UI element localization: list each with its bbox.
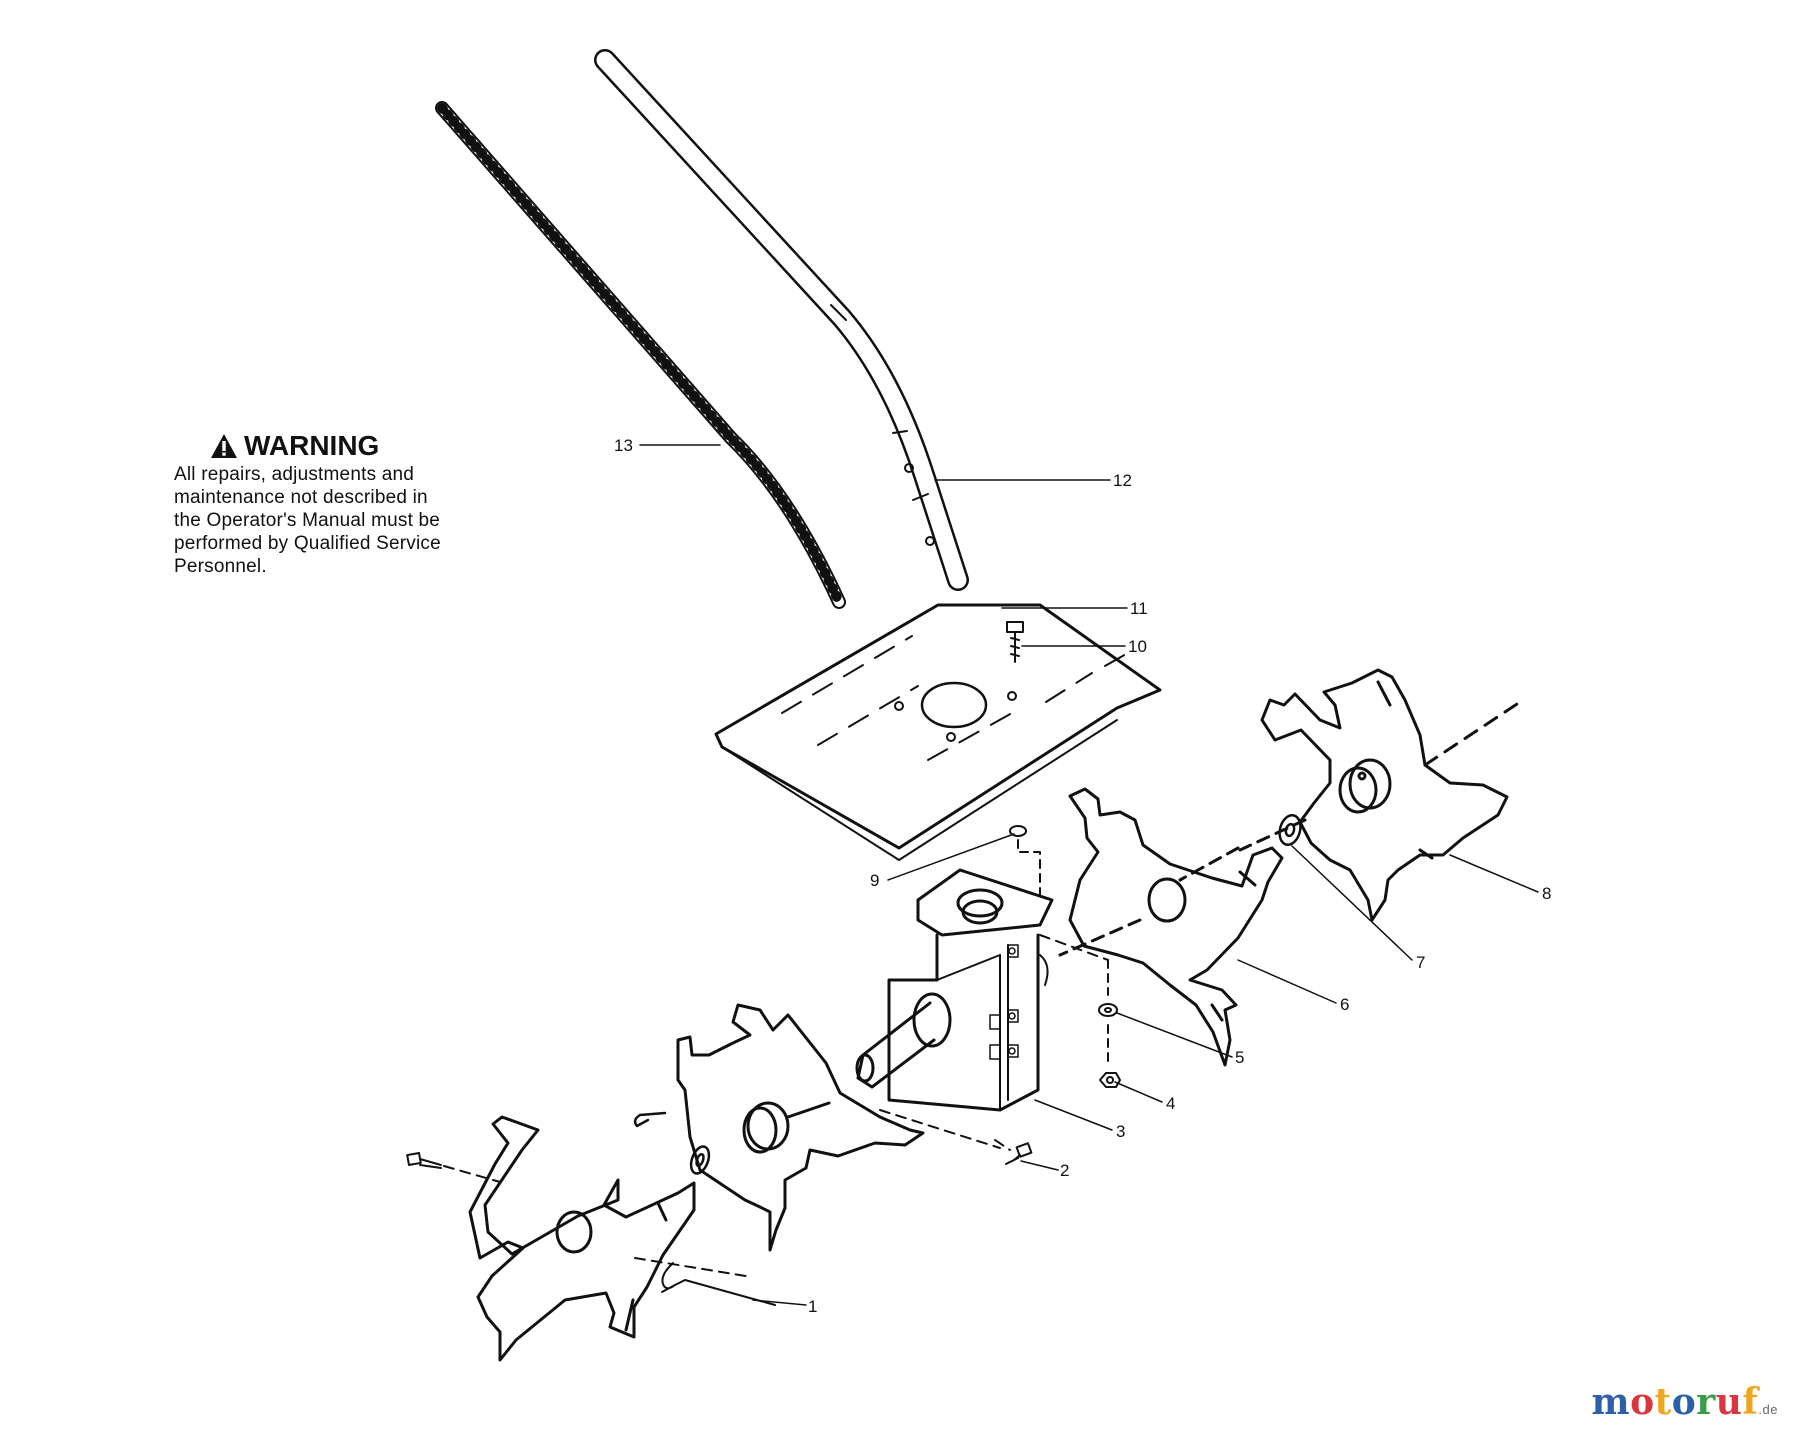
warning-line: the Operator's Manual must be	[174, 510, 441, 531]
warning-title: WARNING	[244, 430, 380, 461]
callout-10: 10	[1128, 637, 1147, 656]
callout-11: 11	[1130, 599, 1148, 618]
callout-4: 4	[1166, 1094, 1175, 1113]
callout-3: 3	[1116, 1122, 1125, 1141]
warning-line: Personnel.	[174, 556, 267, 577]
warning-line: All repairs, adjustments and	[174, 464, 415, 485]
shield-bolt-part	[1006, 621, 1024, 663]
tine-right-outer	[1238, 668, 1522, 922]
washer-left	[633, 1111, 711, 1175]
warning-heading: WARNING	[210, 431, 494, 461]
callout-13: 13	[614, 436, 633, 455]
washer-part-5	[1098, 959, 1118, 1067]
callout-9: 9	[870, 871, 879, 890]
gearbox-part	[855, 868, 1054, 1112]
tine-bolt-part	[406, 1152, 501, 1183]
warning-text: All repairs, adjustments and maintenance…	[174, 463, 494, 578]
warning-notice: WARNING All repairs, adjustments and mai…	[174, 431, 494, 578]
nut-part-4	[1099, 1072, 1121, 1088]
logo-letter: t	[1654, 1381, 1672, 1423]
handle-tube-part	[594, 49, 969, 591]
logo-letter: u	[1715, 1381, 1743, 1423]
warning-triangle-icon	[211, 434, 237, 458]
washer-part-9	[1009, 825, 1041, 901]
callout-8: 8	[1542, 884, 1551, 903]
spiral-cable-part	[435, 101, 846, 609]
pin-part-2	[879, 1109, 1033, 1165]
callout-12: 12	[1113, 471, 1132, 490]
callout-leaders	[639, 444, 1539, 1306]
callout-7: 7	[1416, 953, 1425, 972]
tine-right-inner	[1058, 787, 1284, 1067]
tine-left-outer	[468, 1115, 696, 1362]
callout-5: 5	[1235, 1048, 1244, 1067]
tine-left-inner	[676, 1003, 925, 1252]
tine-shield-part	[714, 603, 1162, 861]
callout-labels: 1 2 3 4 5 6 7 8 9 10 11 12 13	[614, 436, 1551, 1316]
callout-1: 1	[808, 1297, 817, 1316]
logo-tld: .de	[1758, 1402, 1778, 1417]
warning-line: performed by Qualified Service	[174, 533, 441, 554]
callout-6: 6	[1340, 995, 1349, 1014]
logo-letter: r	[1696, 1381, 1716, 1423]
motoruf-watermark-logo: motoruf.de	[1592, 1381, 1779, 1423]
callout-2: 2	[1060, 1161, 1069, 1180]
warning-line: maintenance not described in	[174, 487, 428, 508]
logo-letter: f	[1742, 1381, 1759, 1423]
hairpin-clip-part-1	[634, 1257, 776, 1306]
logo-letter: m	[1591, 1381, 1631, 1423]
logo-letter: o	[1671, 1381, 1697, 1423]
logo-letter: o	[1630, 1381, 1655, 1423]
